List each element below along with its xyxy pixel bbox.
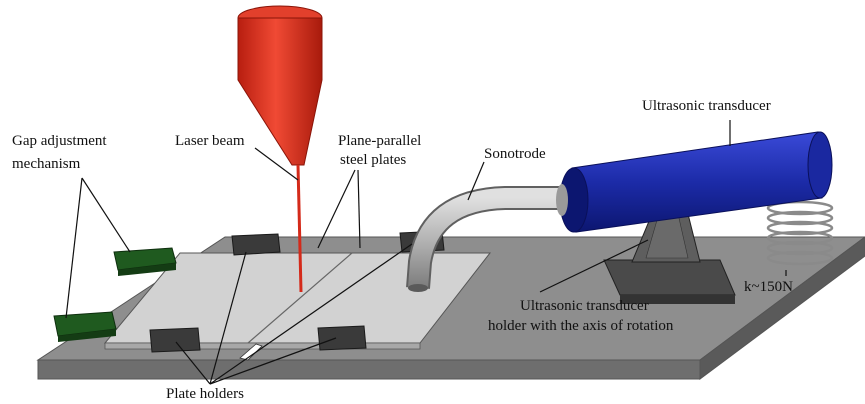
plate-gap-line xyxy=(247,252,353,344)
plates-label-1: Plane-parallel xyxy=(338,133,421,149)
holder-label-2: holder with the axis of rotation xyxy=(488,318,674,334)
ultrasonic-transducer-label: Ultrasonic transducer xyxy=(642,98,771,114)
leader-lines xyxy=(65,120,787,385)
holder-label-1: Ultrasonic transducer xyxy=(520,298,649,314)
gap-adjustment-label-2: mechanism xyxy=(12,156,81,172)
laser-beam-label: Laser beam xyxy=(175,133,245,149)
spring-force-label: k~150N xyxy=(744,279,793,295)
sonotrode xyxy=(406,186,560,292)
gap-adjustment-label-1: Gap adjustment xyxy=(12,133,107,149)
plate-holders-label: Plate holders xyxy=(166,386,244,402)
plates-label-2: steel plates xyxy=(340,152,406,168)
labels: Gap adjustment mechanism Laser beam Plan… xyxy=(12,98,793,402)
ultrasonic-transducer xyxy=(556,131,833,233)
gap-adjustment-blocks xyxy=(53,247,177,342)
sonotrode-label: Sonotrode xyxy=(484,146,546,162)
spring xyxy=(766,200,834,266)
laser-beam-ray xyxy=(296,164,303,293)
laser-head xyxy=(237,5,323,293)
